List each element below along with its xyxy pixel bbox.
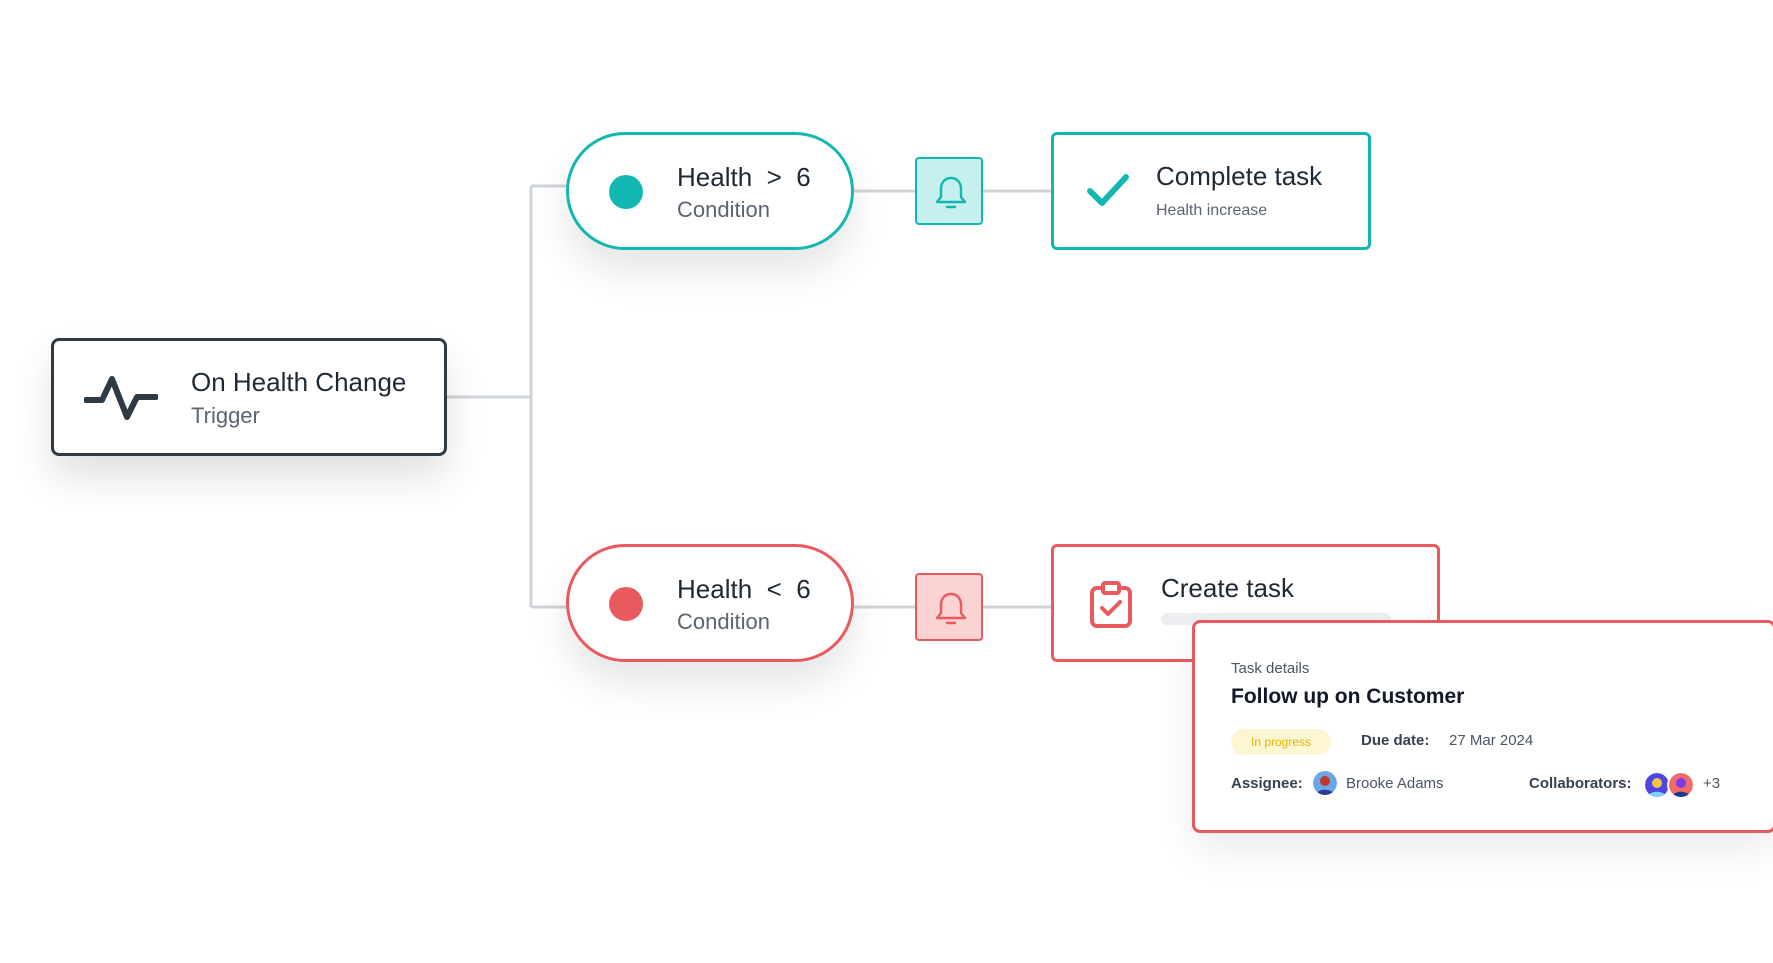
condition-subtitle: Condition bbox=[677, 197, 770, 222]
notification-node-red[interactable] bbox=[915, 573, 983, 641]
collaborators-label: Collaborators: bbox=[1529, 775, 1632, 792]
check-icon bbox=[1086, 171, 1130, 216]
condition-title: Health > 6 bbox=[677, 162, 811, 192]
collaborators-more-count[interactable]: +3 bbox=[1703, 775, 1721, 792]
task-details-eyebrow: Task details bbox=[1231, 660, 1310, 677]
condition-node-health-above[interactable]: Health > 6 Condition bbox=[566, 132, 854, 250]
action-subtitle: Health increase bbox=[1156, 202, 1268, 219]
clipboard-check-icon bbox=[1088, 580, 1134, 635]
task-details-card[interactable]: Task details Follow up on Customer In pr… bbox=[1192, 620, 1773, 833]
status-dot bbox=[609, 175, 643, 209]
trigger-node[interactable]: On Health Change Trigger bbox=[51, 338, 447, 456]
activity-pulse-icon bbox=[83, 373, 159, 423]
assignee-label: Assignee: bbox=[1231, 775, 1303, 792]
collaborator-avatar[interactable] bbox=[1667, 771, 1695, 799]
action-node-complete-task[interactable]: Complete task Health increase bbox=[1051, 132, 1371, 250]
due-date-label: Due date: bbox=[1361, 732, 1430, 749]
condition-node-health-below[interactable]: Health < 6 Condition bbox=[566, 544, 854, 662]
task-title: Follow up on Customer bbox=[1231, 685, 1465, 708]
action-title: Complete task bbox=[1156, 161, 1323, 191]
action-title: Create task bbox=[1161, 573, 1294, 603]
condition-subtitle: Condition bbox=[677, 609, 770, 634]
notification-node-teal[interactable] bbox=[915, 157, 983, 225]
assignee-avatar[interactable] bbox=[1313, 771, 1337, 795]
trigger-subtitle: Trigger bbox=[191, 403, 260, 428]
condition-title: Health < 6 bbox=[677, 574, 811, 604]
assignee-name: Brooke Adams bbox=[1346, 775, 1444, 792]
status-badge: In progress bbox=[1231, 729, 1331, 755]
due-date-value: 27 Mar 2024 bbox=[1449, 732, 1534, 749]
trigger-title: On Health Change bbox=[191, 367, 407, 397]
status-dot bbox=[609, 587, 643, 621]
